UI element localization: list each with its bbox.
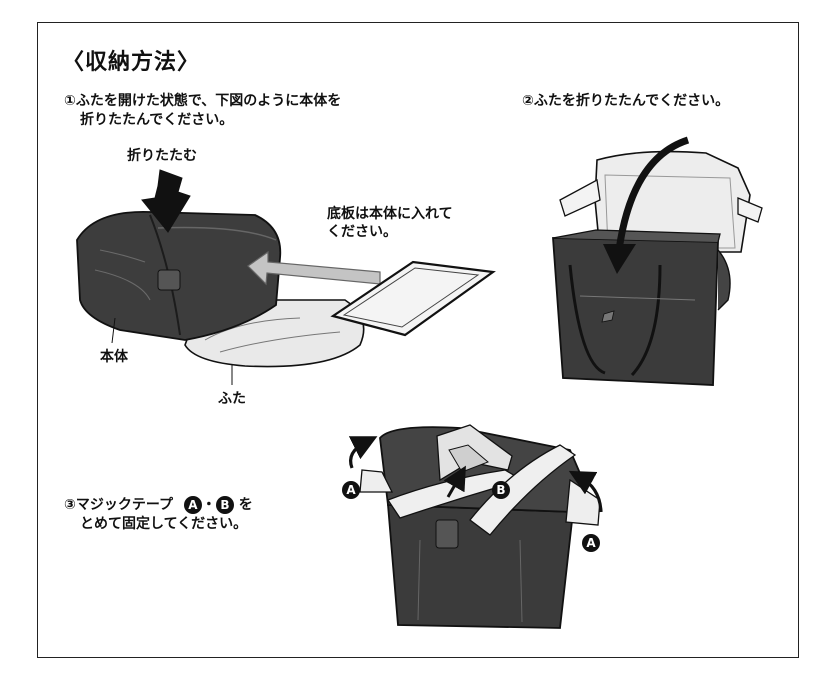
folded-bag-illustration	[76, 169, 496, 385]
secured-bag-illustration	[348, 424, 603, 629]
step3-line2: とめて固定してください。	[80, 516, 248, 532]
callout-a-left-icon: A	[342, 481, 360, 499]
body-label: 本体	[100, 349, 128, 365]
badge-b-icon: B	[215, 496, 234, 514]
callout-a-right-icon: A	[582, 534, 600, 552]
step3-suffix: を	[238, 497, 253, 513]
lid-label: ふた	[218, 391, 246, 407]
fold-label: 折りたたむ	[127, 148, 197, 164]
step1-line2: 折りたたんでください。	[80, 112, 234, 128]
board-note-line1: 底板は本体に入れて	[327, 206, 453, 222]
strap-arrow-left-icon	[348, 436, 378, 469]
step3-prefix: ③マジックテープ	[64, 497, 174, 513]
step2-instructions: ②ふたを折りたたんでください。	[522, 93, 730, 109]
strap-arrow-right-icon	[568, 470, 603, 513]
page-title: 〈収納方法〉	[62, 50, 201, 75]
tote-body-shape	[552, 237, 719, 386]
step1-line1: ①ふたを開けた状態で、下図のように本体を	[64, 93, 342, 109]
step1-instructions: ①ふたを開けた状態で、下図のように本体を 折りたたんでください。	[64, 92, 341, 130]
tote-illustration	[552, 136, 763, 386]
insert-arrow-icon	[247, 250, 381, 286]
instruction-frame	[37, 22, 799, 658]
tote-lid-shape	[594, 150, 751, 253]
base-board-shape	[330, 260, 496, 337]
callout-b-icon: B	[492, 481, 510, 499]
board-note-line2: ください。	[327, 224, 397, 240]
badge-a-icon: A	[183, 496, 202, 514]
fold-curve-arrow-icon	[615, 136, 690, 251]
step3-dot: ・	[201, 497, 216, 513]
board-note: 底板は本体に入れて ください。	[327, 205, 453, 241]
fold-arrow-icon	[141, 169, 191, 233]
step3-line1: ③マジックテープ A・B を	[64, 496, 253, 515]
step3-instructions: ③マジックテープ A・B を とめて固定してください。	[64, 496, 253, 534]
strap-arrow-up-icon	[443, 465, 466, 498]
